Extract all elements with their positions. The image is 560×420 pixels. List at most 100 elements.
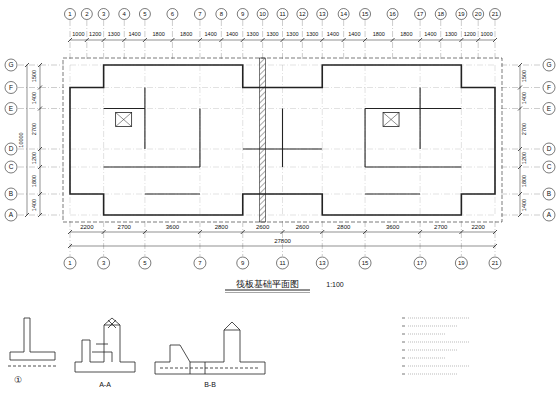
dimension-text: 1200: [522, 152, 528, 164]
grid-line: [501, 65, 542, 66]
axis-bubble: [216, 9, 227, 20]
axis-bubble: [297, 9, 308, 20]
dimension-text: A: [9, 212, 13, 219]
axis-bubble: [543, 59, 555, 71]
grid-line: [199, 221, 200, 256]
axis-bubble: [5, 103, 17, 115]
drawing-line: [70, 246, 495, 247]
dimension-text: 1: [68, 260, 71, 266]
interior-wall: [365, 193, 420, 194]
dimension-text: 1500: [32, 70, 38, 82]
drawing-label: ①: [14, 376, 22, 385]
note-line: [408, 334, 446, 335]
dimension-tick: [281, 230, 285, 234]
dimension-text: 3600: [166, 224, 179, 230]
interior-wall: [365, 108, 461, 109]
dimension-tick: [68, 244, 72, 248]
grid-line: [18, 215, 64, 216]
dimension-tick: [68, 230, 72, 234]
dimension-text: 2800: [215, 224, 228, 230]
dimension-text: 7: [198, 260, 201, 266]
dimension-tick: [122, 38, 126, 42]
dimension-tick: [493, 244, 497, 248]
grid-line: [501, 108, 542, 109]
drawing-title: 筏板基础平面图: [236, 280, 299, 289]
pit-cross: [116, 113, 132, 127]
axis-bubble: [237, 257, 249, 269]
grid-line: [70, 221, 71, 256]
dimension-text: 1300: [286, 32, 298, 38]
axis-bubble: [338, 9, 349, 20]
dimension-text: 1800: [400, 32, 412, 38]
dimension-tick: [342, 38, 346, 42]
note-marker: [402, 342, 405, 343]
dimension-tick: [38, 63, 42, 67]
dimension-text: 9: [241, 260, 244, 266]
dimension-text: 12: [299, 11, 306, 17]
pit-cross: [116, 113, 132, 127]
grid-line: [501, 167, 542, 168]
note-marker: [402, 374, 405, 375]
title-underline: [225, 292, 310, 293]
dimension-text: E: [9, 105, 13, 112]
dimension-text: B: [9, 191, 13, 198]
pit-cross: [383, 113, 399, 127]
note-line: [408, 374, 458, 375]
axis-bubble: [5, 59, 17, 71]
dimension-tick: [102, 38, 106, 42]
elevator-pit: [383, 113, 399, 127]
dimension-text: 5: [143, 260, 146, 266]
dimension-text: F: [547, 84, 551, 91]
dimension-text: 1800: [522, 174, 528, 186]
title-underline: [225, 289, 310, 290]
dimension-text: 18: [437, 11, 444, 17]
note-line: [408, 342, 470, 343]
dimension-text: 1000: [72, 32, 84, 38]
axis-bubble: [194, 257, 206, 269]
axis-bubble: [167, 9, 178, 20]
post-pour-strip: [260, 58, 266, 222]
grid-line: [461, 221, 462, 256]
grid-line: [501, 215, 542, 216]
dimension-text: 3: [102, 11, 105, 17]
axis-bubble: [139, 9, 150, 20]
dimension-text: 1400: [327, 32, 339, 38]
drawing-label: 1:100: [326, 281, 344, 288]
dimension-tick: [418, 230, 422, 234]
interior-wall: [104, 108, 145, 109]
dimension-text: B: [547, 191, 551, 198]
axis-bubble: [455, 257, 467, 269]
grid-line: [242, 221, 243, 256]
dimension-text: 6: [171, 11, 174, 17]
raft-edge: [63, 58, 502, 222]
dimension-text: C: [9, 164, 14, 171]
dimension-text: 1800: [373, 32, 385, 38]
grid-line: [18, 108, 64, 109]
dimension-text: 1500: [522, 70, 528, 82]
axis-bubble: [98, 9, 109, 20]
axis-bubble: [5, 209, 17, 221]
grid-line: [103, 221, 104, 256]
dimension-text: 1000: [480, 32, 492, 38]
interior-wall: [145, 193, 200, 194]
outer-wall: [70, 65, 495, 215]
dimension-text: 8: [220, 11, 223, 17]
dimension-tick: [85, 38, 89, 42]
dimension-text: G: [546, 62, 551, 69]
dimension-text: 2200: [471, 224, 484, 230]
grid-line: [501, 194, 542, 195]
elevator-pit: [116, 113, 132, 127]
dimension-text: 1200: [89, 32, 101, 38]
dimension-text: 21: [492, 11, 499, 17]
dimension-text: 2600: [296, 224, 309, 230]
dimension-tick: [170, 38, 174, 42]
dimension-text: E: [547, 105, 551, 112]
dimension-tick: [241, 38, 245, 42]
dimension-text: 10000: [19, 132, 25, 147]
interior-wall: [199, 109, 200, 168]
dimension-text: 14: [340, 11, 347, 17]
dimension-tick: [518, 192, 522, 196]
dimension-tick: [25, 63, 29, 67]
dimension-text: 1400: [32, 198, 38, 210]
